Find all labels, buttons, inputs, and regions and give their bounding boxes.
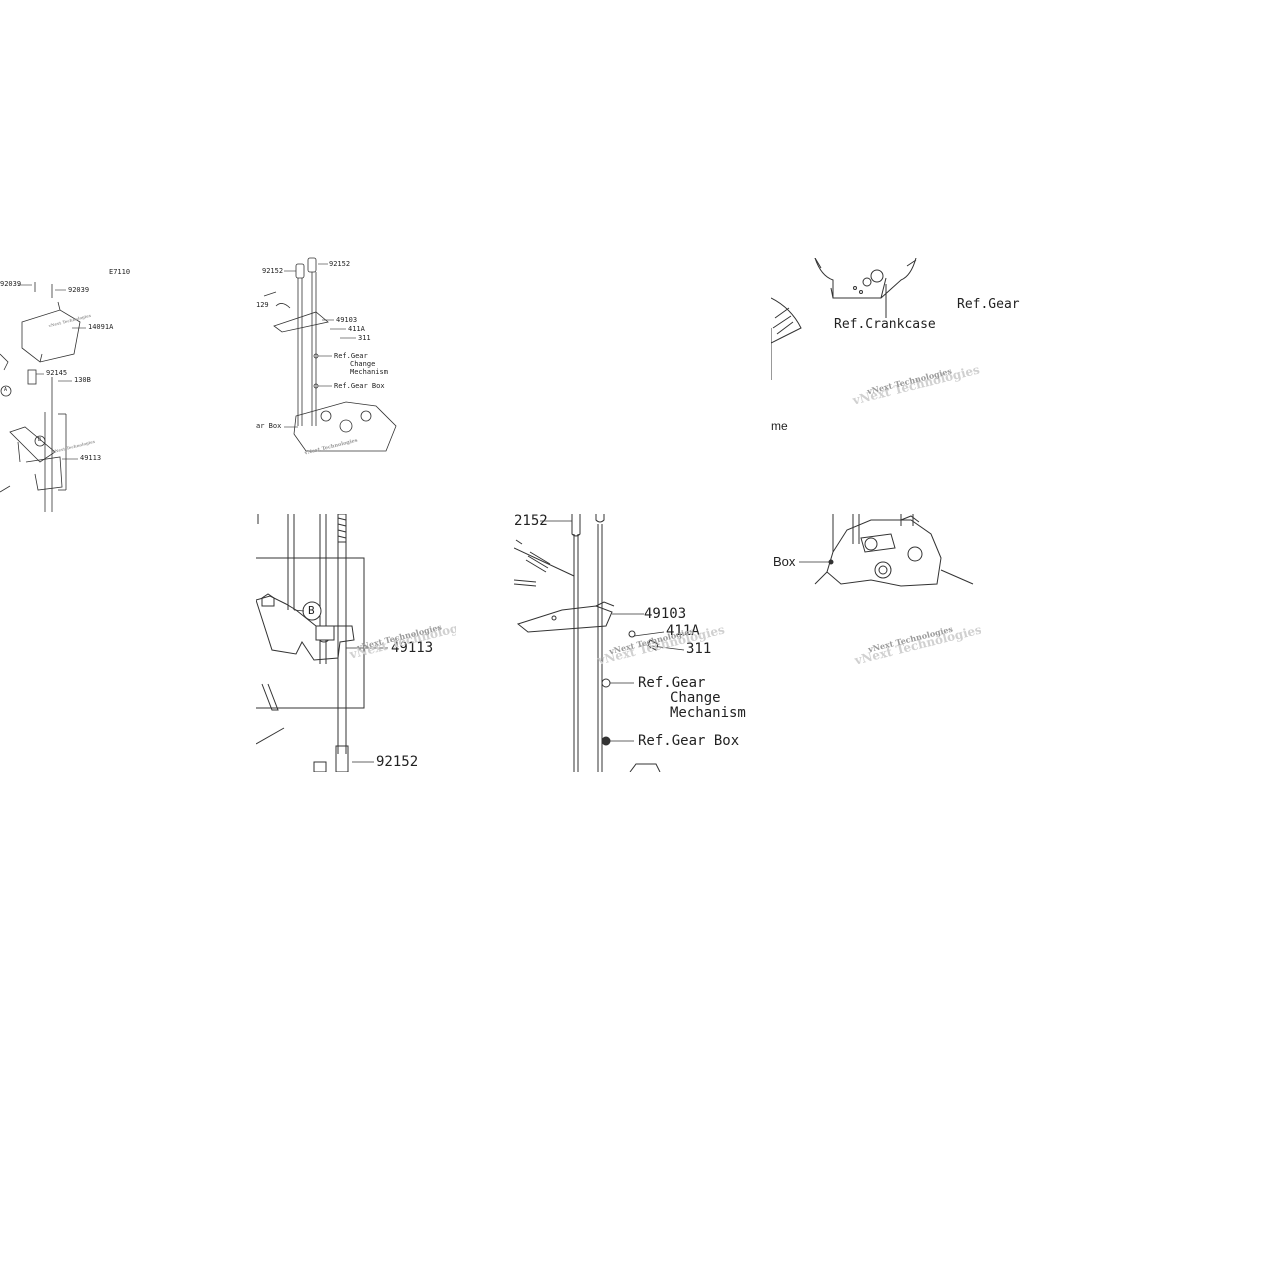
marker-b: B bbox=[38, 437, 42, 443]
ref-gear-change-detail-2: Change bbox=[670, 690, 721, 706]
part-label-92039-right: 92039 bbox=[68, 286, 90, 294]
part-label-92039-left: 92039 bbox=[0, 280, 22, 288]
ref-gear-box-label: Ref.Gear Box bbox=[334, 382, 385, 390]
ref-gear-change-line-2: Change bbox=[350, 360, 376, 368]
ref-crankcase-label: Ref.Crankcase bbox=[834, 317, 936, 332]
ref-gear-change-line-1: Ref.Gear bbox=[334, 352, 368, 360]
part-label-92152-cut: 2152 bbox=[514, 514, 548, 529]
part-label-49113-detail: 49113 bbox=[391, 640, 434, 656]
ref-gear-change-detail-3: Mechanism bbox=[670, 705, 746, 721]
part-label-49103-detail: 49103 bbox=[644, 606, 687, 622]
detail-49103-drawing bbox=[514, 514, 685, 772]
part-label-92152-a: 92152 bbox=[262, 267, 284, 275]
ref-gear-change-detail-1: Ref.Gear bbox=[638, 675, 706, 691]
part-label-411a: 411A bbox=[348, 325, 365, 333]
overview-left-drawing bbox=[0, 282, 86, 512]
part-label-130b: 130B bbox=[74, 376, 91, 384]
part-label-311-detail: 311 bbox=[686, 641, 712, 657]
drawing-code: E7110 bbox=[109, 268, 131, 276]
ref-gear-label: Ref.Gear bbox=[957, 297, 1020, 312]
ref-gear-box-cut-label: ar Box bbox=[256, 422, 282, 430]
part-label-92145: 92145 bbox=[46, 369, 68, 377]
detail-49113-drawing bbox=[256, 514, 388, 772]
part-label-129: 129 bbox=[256, 301, 269, 309]
part-label-49103: 49103 bbox=[336, 316, 358, 324]
tile-gear-box: Box vNext Technologies vNext Technologie… bbox=[771, 514, 981, 674]
tile-overview-middle: 92152 92152 129 49103 411A 311 Ref.Gear … bbox=[256, 256, 416, 456]
tile-detail-49113: B 49113 92152 vNext Technologies vNext T… bbox=[256, 514, 456, 772]
overview-middle-drawing bbox=[263, 257, 397, 452]
marker-b-detail: B bbox=[308, 604, 315, 617]
tile-crankcase: Ref.Crankcase Ref.Gear me vNext Technolo… bbox=[771, 258, 1030, 438]
frame-cut-label: me bbox=[771, 419, 788, 433]
part-label-92152-b: 92152 bbox=[329, 260, 351, 268]
crankcase-drawing bbox=[771, 258, 917, 380]
part-label-14091a: 14091A bbox=[88, 323, 114, 331]
part-label-411a-detail: 411A bbox=[666, 623, 700, 639]
tile-overview-left: E7110 92039 92039 14091A 92145 130B 4911… bbox=[0, 262, 135, 514]
gear-box-cut-label: Box bbox=[773, 554, 796, 569]
part-label-49113: 49113 bbox=[80, 454, 102, 462]
part-label-311: 311 bbox=[358, 334, 371, 342]
gear-box-drawing bbox=[799, 514, 974, 587]
tile-detail-49103: 2152 49103 411A 311 Ref.Gear Change Mech… bbox=[514, 514, 774, 772]
ref-gear-box-detail: Ref.Gear Box bbox=[638, 733, 740, 749]
part-label-92152-detail: 92152 bbox=[376, 754, 419, 770]
marker-a: A bbox=[4, 387, 8, 393]
ref-gear-change-line-3: Mechanism bbox=[350, 368, 388, 376]
